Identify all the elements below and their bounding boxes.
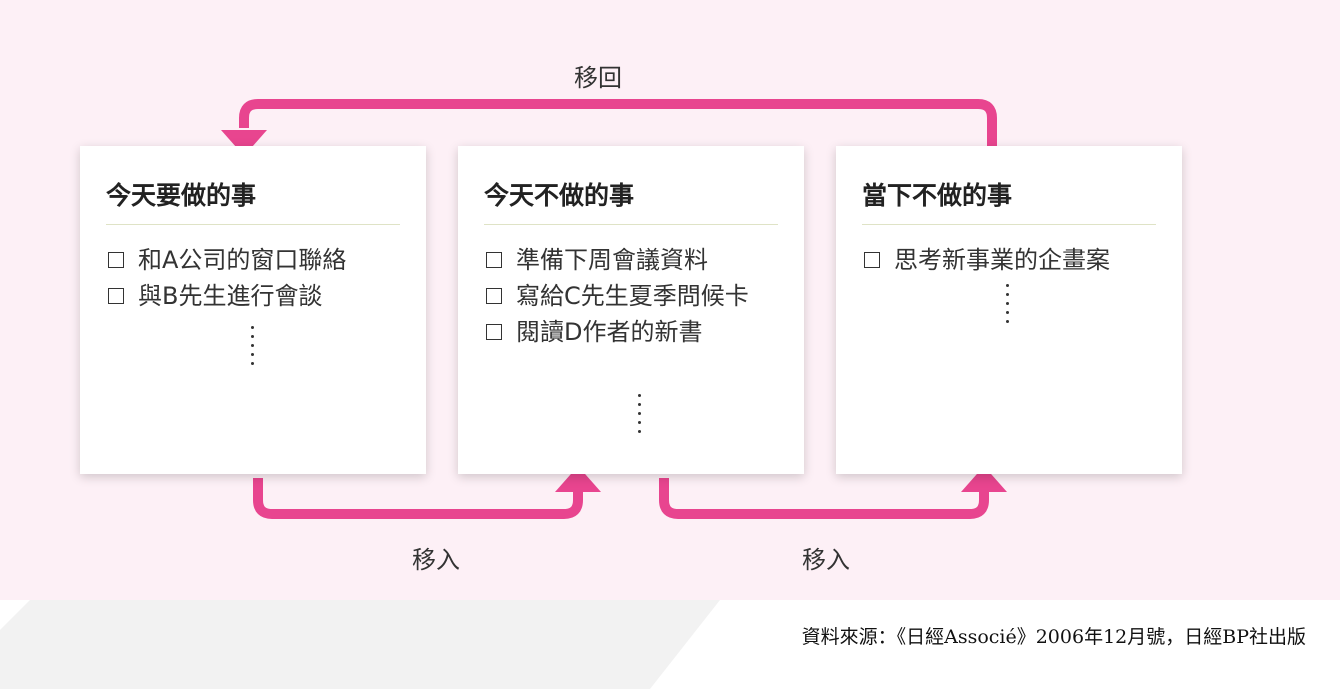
card-item-list: 準備下周會議資料 寫給C先生夏季問候卡 閱讀D作者的新書 — [486, 242, 766, 350]
card-title: 今天不做的事 — [484, 181, 635, 210]
checkbox-icon — [864, 252, 880, 268]
flow-arrows — [221, 99, 1007, 519]
list-item-text: 準備下周會議資料 — [516, 246, 708, 274]
card-title: 當下不做的事 — [862, 181, 1013, 210]
list-item-text: 思考新事業的企畫案 — [894, 246, 1110, 274]
list-item: 準備下周會議資料 — [486, 242, 766, 278]
list-item: 寫給C先生夏季問候卡 — [486, 278, 766, 314]
card-title: 今天要做的事 — [106, 181, 257, 210]
checkbox-icon — [486, 288, 502, 304]
move-back-arrow-line — [239, 99, 997, 146]
move-in-arrowhead-1 — [555, 466, 601, 492]
move-in-label-1: 移入 — [412, 546, 460, 574]
list-item: 和A公司的窗口聯絡 — [108, 242, 408, 278]
move-in-arrow-line-2 — [659, 478, 989, 519]
vertical-ellipsis-icon — [638, 394, 642, 439]
card-divider — [862, 224, 1156, 225]
checkbox-icon — [486, 252, 502, 268]
move-in-arrowhead-2 — [961, 466, 1007, 492]
footer-decoration — [0, 600, 720, 689]
list-item-text: 和A公司的窗口聯絡 — [138, 246, 347, 274]
move-in-arrow-line-1 — [253, 478, 583, 519]
checkbox-icon — [108, 252, 124, 268]
card-divider — [484, 224, 778, 225]
move-back-arrowhead — [221, 130, 267, 156]
card-item-list: 思考新事業的企畫案 — [864, 242, 1164, 278]
card-divider — [106, 224, 400, 225]
list-item: 思考新事業的企畫案 — [864, 242, 1164, 278]
card-today-not-do: 今天不做的事 準備下周會議資料 寫給C先生夏季問候卡 閱讀D作者的新書 — [458, 146, 804, 474]
list-item-text: 與B先生進行會談 — [138, 282, 323, 310]
move-back-label: 移回 — [574, 64, 622, 92]
card-item-list: 和A公司的窗口聯絡 與B先生進行會談 — [108, 242, 408, 314]
list-item-text: 閱讀D作者的新書 — [516, 318, 703, 346]
list-item-text: 寫給C先生夏季問候卡 — [516, 282, 749, 310]
list-item: 閱讀D作者的新書 — [486, 314, 766, 350]
card-today-to-do: 今天要做的事 和A公司的窗口聯絡 與B先生進行會談 — [80, 146, 426, 474]
card-not-now: 當下不做的事 思考新事業的企畫案 — [836, 146, 1182, 474]
checkbox-icon — [486, 324, 502, 340]
move-in-label-2: 移入 — [802, 546, 850, 574]
vertical-ellipsis-icon — [1006, 284, 1010, 329]
list-item: 與B先生進行會談 — [108, 278, 408, 314]
vertical-ellipsis-icon — [251, 326, 255, 371]
checkbox-icon — [108, 288, 124, 304]
source-citation: 資料來源：《日經Associé》2006年12月號，日經BP社出版 — [801, 626, 1306, 648]
